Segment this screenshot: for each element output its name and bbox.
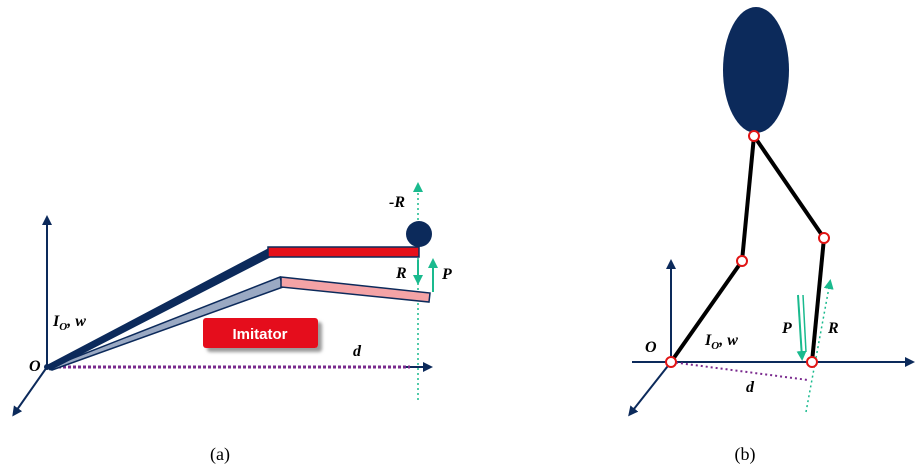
origin-label-a: O xyxy=(29,358,41,375)
push-label-a: P xyxy=(441,266,452,283)
panel-b: O IO, w P R d (b) xyxy=(628,7,915,465)
panel-b-axes xyxy=(628,259,915,417)
right-foot-joint xyxy=(806,356,818,368)
caption-b: (b) xyxy=(735,444,756,465)
origin-label-b: O xyxy=(645,339,657,356)
z-axis-arrow-b xyxy=(628,361,672,417)
end-mass-ball xyxy=(406,221,432,247)
distance-label-b: d xyxy=(746,379,755,396)
distance-line-b xyxy=(670,361,809,381)
right-knee-joint xyxy=(818,232,830,244)
left-shank xyxy=(669,259,744,364)
left-foot-joint xyxy=(665,356,677,368)
distance-label-a: d xyxy=(353,343,362,360)
z-axis-arrow xyxy=(12,366,48,417)
right-thigh xyxy=(752,134,826,240)
imitator-badge xyxy=(203,318,318,348)
neg-reaction-label: -R xyxy=(389,194,405,211)
right-shank xyxy=(810,237,826,363)
push-label-b: P xyxy=(781,320,792,337)
inertia-label-a: IO, w xyxy=(52,313,86,333)
original-thigh xyxy=(45,248,271,371)
reaction-label-b: R xyxy=(827,320,839,337)
trunk-body xyxy=(723,7,789,133)
inertia-label-b: IO, w xyxy=(704,332,738,352)
original-shank xyxy=(267,246,420,258)
reaction-axis-b xyxy=(805,279,834,413)
left-knee-joint xyxy=(736,255,748,267)
caption-a: (a) xyxy=(210,444,230,465)
push-arrow-b-twin xyxy=(802,294,807,353)
left-thigh xyxy=(740,135,756,262)
hip-joint xyxy=(748,130,760,142)
imitator-badge-box xyxy=(203,318,318,348)
imitator-badge-label: Imitator xyxy=(232,326,287,343)
imitator-shank xyxy=(280,276,431,303)
push-arrow-b xyxy=(796,294,807,361)
reaction-label-a: R xyxy=(395,265,407,282)
origin-joint-a xyxy=(44,364,50,370)
panel-a: -R R P O d IO, w Imitator (a) xyxy=(12,182,452,465)
